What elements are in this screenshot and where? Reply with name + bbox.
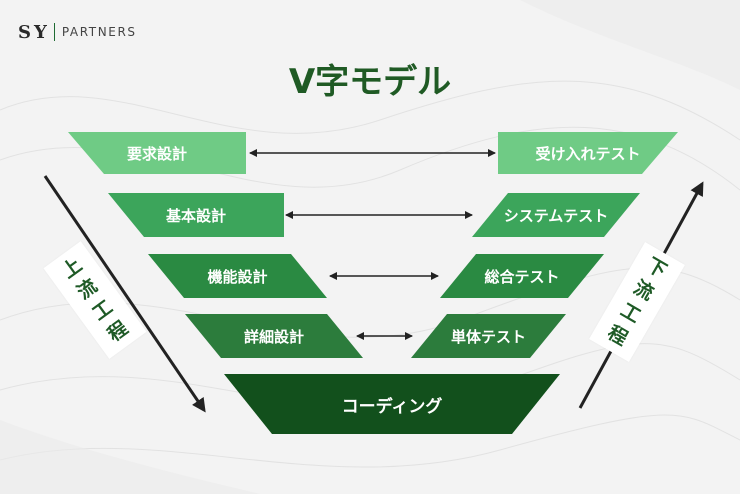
company-logo: SY PARTNERS [18, 20, 137, 44]
block-requirements-design: 要求設計 [68, 132, 246, 174]
block-acceptance-test: 受け入れテスト [498, 132, 678, 174]
block-coding: コーディング [224, 374, 560, 434]
logo-text: PARTNERS [61, 25, 137, 39]
page-title: V字モデル [288, 62, 452, 102]
logo-mark: SY [18, 21, 50, 43]
logo-divider [53, 23, 55, 41]
